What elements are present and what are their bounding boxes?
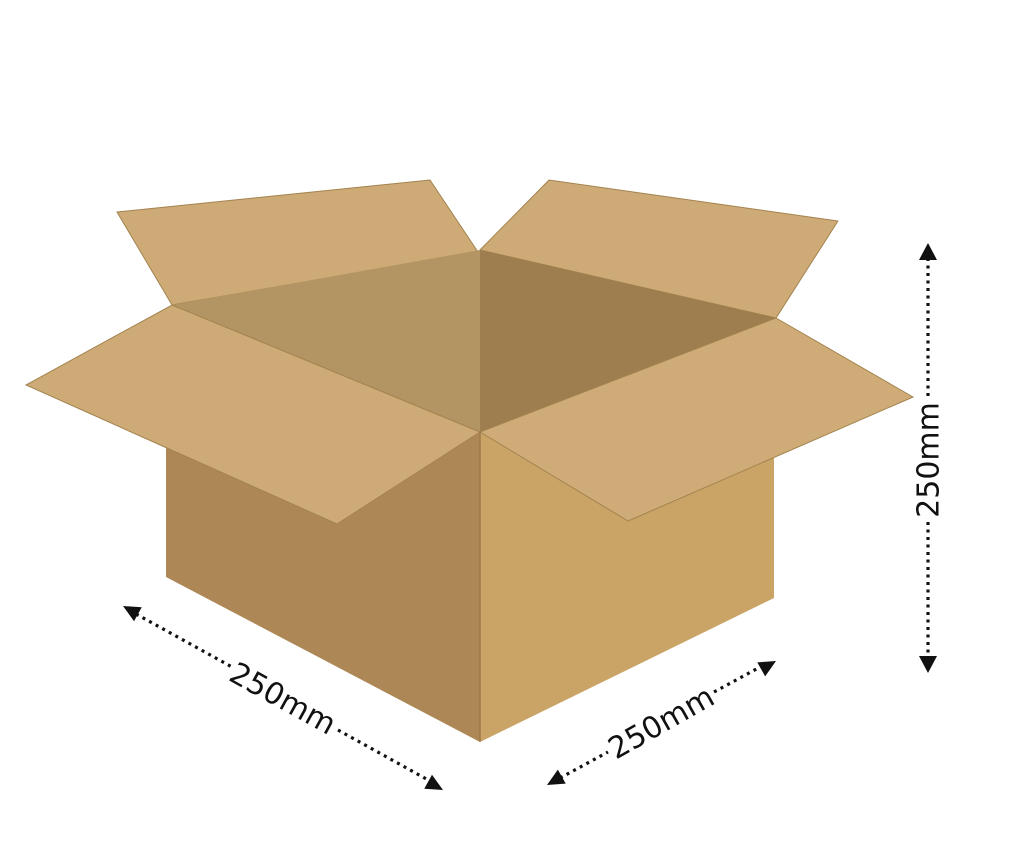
arrow-right-icon	[757, 661, 776, 677]
height-dimension: 250mm	[912, 243, 947, 673]
box-side-front-right	[480, 430, 774, 742]
arrow-left-icon	[547, 769, 566, 785]
arrow-left-icon	[123, 606, 142, 622]
arrow-down-icon	[919, 656, 937, 673]
arrow-up-icon	[919, 243, 937, 260]
box-side-front-left	[166, 432, 480, 742]
box-flap-front-right	[478, 317, 915, 522]
width-label: 250mm	[603, 679, 721, 766]
width-dimension-line-right	[713, 664, 763, 694]
cardboard-box-icon	[24, 179, 915, 742]
height-label: 250mm	[912, 402, 947, 518]
length-label: 250mm	[223, 656, 341, 743]
arrow-right-icon	[424, 774, 443, 790]
width-dimension-line-left	[559, 750, 609, 780]
box-interior-right	[480, 250, 776, 432]
length-dimension-line-left	[135, 612, 233, 669]
length-dimension-line-right	[337, 728, 431, 783]
box-interior-left	[172, 250, 480, 432]
